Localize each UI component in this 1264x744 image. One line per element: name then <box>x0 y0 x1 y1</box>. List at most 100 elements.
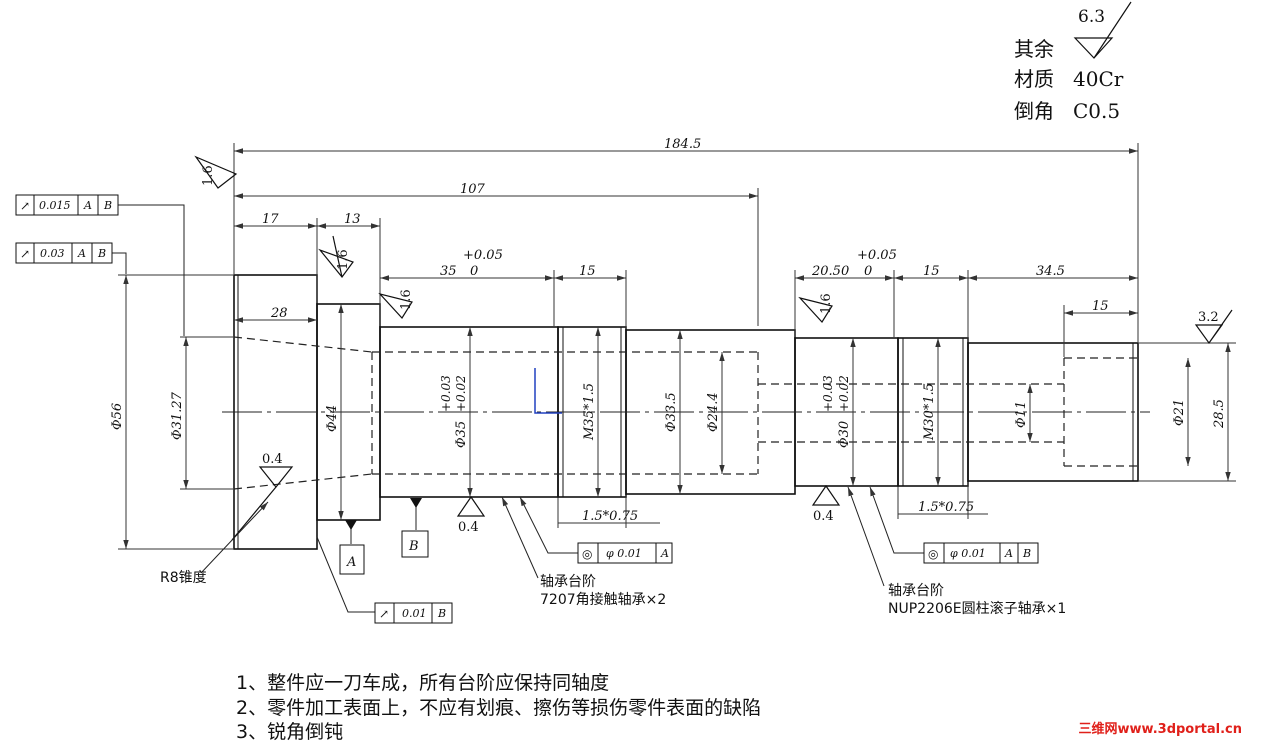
dim-dia24-4: Φ24.4 <box>706 392 721 432</box>
roughness-icon <box>1194 309 1233 345</box>
material-label: 材质 <box>1014 67 1054 91</box>
roughness-values: 1.6 1.6 1.6 1.6 0.4 0.4 0.4 3.2 <box>201 165 1219 535</box>
bearing-a-desc: 7207角接触轴承×2 <box>540 591 666 608</box>
tol-bottom-b: 0 <box>864 264 872 279</box>
note-3: 3、锐角倒钝 <box>236 721 344 743</box>
roughness-r6: 0.4 <box>458 520 479 535</box>
datum-b-triangle-icon <box>410 498 422 508</box>
roughness-icon <box>194 155 238 189</box>
dim-m30: M30*1.5 <box>922 383 937 441</box>
leaders <box>112 204 924 613</box>
roughness-r7: 0.4 <box>813 509 834 524</box>
dim-15b: 15 <box>923 264 940 279</box>
bearing-a-title: 轴承台阶 <box>540 574 596 590</box>
gdt3-value: 0.01 <box>402 607 427 620</box>
runout-icon: ↗ <box>379 607 389 621</box>
dim-13: 13 <box>344 212 361 227</box>
material-value: 40Cr <box>1073 67 1124 91</box>
watermark: 三维网www.3dportal.cn <box>1078 722 1242 737</box>
dim-dia11: Φ11 <box>1014 401 1029 428</box>
dim-dia56: Φ56 <box>110 403 125 430</box>
datum-a-label: A <box>346 555 356 570</box>
dim-28: 28 <box>270 306 288 321</box>
roughness-r1: 1.6 <box>201 165 216 186</box>
callout-labels: R8锥度 轴承台阶 7207角接触轴承×2 轴承台阶 NUP2206E圆柱滚子轴… <box>160 570 1066 617</box>
roughness-r2: 1.6 <box>336 249 351 270</box>
bearing-b-title: 轴承台阶 <box>888 583 944 599</box>
gdt-frame-3: ↗ 0.01 B <box>374 602 453 624</box>
gdt5-ref1: A <box>1004 547 1013 560</box>
dim-m35: M35*1.5 <box>582 383 597 441</box>
concentricity-icon: ◎ <box>928 547 938 561</box>
thread-spec-b: 1.5*0.75 <box>918 500 974 515</box>
bearing-b-desc: NUP2206E圆柱滚子轴承×1 <box>888 600 1066 617</box>
roughness-r5: 0.4 <box>262 452 283 467</box>
chamfer-label: 倒角 <box>1014 99 1054 123</box>
dim-dia35: Φ35 <box>454 421 469 448</box>
rest-label: 其余 <box>1014 37 1054 61</box>
roughness-icon <box>318 235 354 278</box>
concentricity-icon: ◎ <box>582 547 592 561</box>
gdt-frame-5: ◎ φ 0.01 A B <box>923 542 1039 564</box>
roughness-r4: 1.6 <box>819 293 834 314</box>
dim-dia44: Φ44 <box>325 405 340 432</box>
header-block: 6.3 其余 材质 40Cr 倒角 C0.5 <box>1014 1 1132 123</box>
tol-top-b: +0.05 <box>857 248 897 263</box>
dim-15c: 15 <box>1092 299 1109 314</box>
dim-35: 35 <box>440 264 457 279</box>
gdt-frame-2: ↗ 0.03 A B <box>15 242 113 264</box>
gdt4-ref1: A <box>660 547 669 560</box>
tol-35-top: +0.03 <box>439 375 453 412</box>
tol-30-bottom: +0.02 <box>837 375 851 412</box>
datum-a-triangle-icon <box>345 520 357 530</box>
dim-dia30: Φ30 <box>837 421 852 448</box>
taper-label: R8锥度 <box>160 570 207 586</box>
datum-b-box <box>401 530 429 558</box>
dim-15a: 15 <box>579 264 596 279</box>
vertical-dimension-text: Φ56 Φ31.27 Φ44 Φ35 +0.03 +0.02 M35*1.5 Φ… <box>110 375 1227 448</box>
end-section <box>967 342 1139 482</box>
roughness-icon <box>231 466 294 541</box>
chamfer-value: C0.5 <box>1073 99 1120 123</box>
horizontal-dimensions <box>233 143 1139 528</box>
tol-30-top: +0.03 <box>821 375 835 412</box>
gdt-frame-1: ↗ 0.015 A B <box>15 194 119 216</box>
gdt-frame-4: ◎ φ 0.01 A <box>577 542 673 564</box>
dim-20-50: 20.50 <box>811 264 849 279</box>
gdt5-ref2: B <box>1022 547 1031 560</box>
roughness-symbols <box>194 155 1233 541</box>
gdt2-ref2: B <box>97 247 106 260</box>
dim-dia33-5: Φ33.5 <box>664 392 679 432</box>
roughness-icon <box>378 292 413 319</box>
roughness-r8: 3.2 <box>1198 310 1219 325</box>
tol-35-bottom: +0.02 <box>454 375 468 412</box>
axis-marker <box>534 368 562 414</box>
dim-17: 17 <box>262 212 279 227</box>
runout-icon: ↗ <box>20 199 30 213</box>
dim-107: 107 <box>460 182 486 197</box>
dim-dia31-27: Φ31.27 <box>170 391 185 440</box>
datum-a-box <box>339 544 365 575</box>
dim-dia21: Φ21 <box>1172 399 1187 426</box>
note-1: 1、整件应一刀车成，所有台阶应保持同轴度 <box>236 672 610 694</box>
dim-overall: 184.5 <box>664 137 701 152</box>
hidden-bore <box>233 336 1138 490</box>
gdt1-ref1: A <box>83 199 92 212</box>
horizontal-dimension-text: 184.5 107 17 13 28 +0.05 35 0 15 +0.05 2… <box>262 137 1109 524</box>
tol-top-a: +0.05 <box>463 248 503 263</box>
roughness-icon <box>798 296 833 323</box>
roughness-icon <box>811 484 841 506</box>
thread-spec-a: 1.5*0.75 <box>582 509 638 524</box>
note-2: 2、零件加工表面上，不应有划痕、擦伤等损伤零件表面的缺陷 <box>236 697 762 719</box>
gdt3-ref1: B <box>437 607 446 620</box>
gdt5-value: φ 0.01 <box>950 547 986 560</box>
runout-icon: ↗ <box>20 247 30 261</box>
dim-28-5: 28.5 <box>1212 399 1227 429</box>
gdt2-value: 0.03 <box>40 247 65 260</box>
roughness-icon <box>456 495 486 517</box>
gdt1-ref2: B <box>103 199 112 212</box>
gdt2-ref1: A <box>77 247 86 260</box>
surface-finish-rest: 6.3 <box>1078 7 1105 27</box>
shaft-body <box>233 274 1139 550</box>
